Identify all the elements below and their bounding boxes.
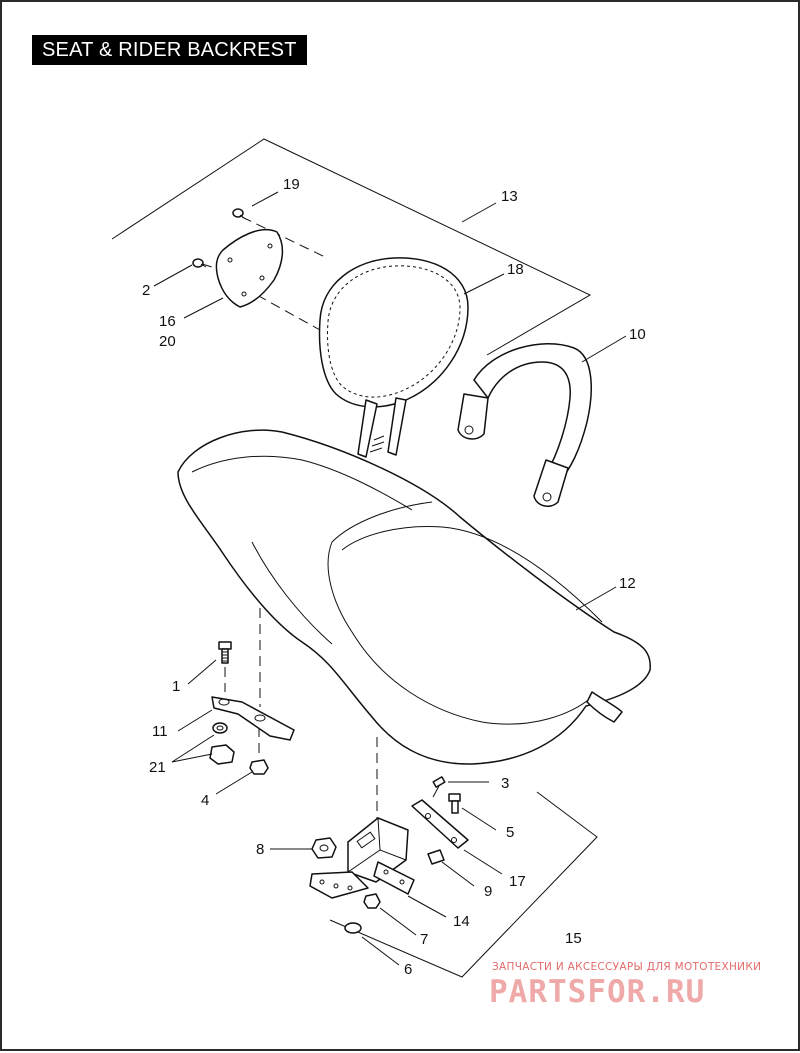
callout-6: 6 [404,961,412,978]
washer-part-6 [344,922,362,934]
callout-5: 5 [506,824,514,841]
page-title: SEAT & RIDER BACKREST [32,35,307,65]
screw-part-19 [232,208,245,219]
callout-9: 9 [484,883,492,900]
callout-10: 10 [629,326,646,343]
bolt-part-1 [218,641,232,664]
plate-part-17 [411,799,469,849]
watermark-caption: ЗАПЧАСТИ И АКСЕССУАРЫ ДЛЯ МОТОТЕХНИКИ [492,961,761,973]
callout-20: 20 [159,333,176,350]
callout-3: 3 [501,775,509,792]
callout-18: 18 [507,261,524,278]
kit-bracket-15 [329,791,598,978]
callout-7: 7 [420,931,428,948]
callout-11: 11 [152,723,168,740]
bolt-part-5 [448,793,461,814]
callout-1: 1 [172,678,180,695]
watermark-logo: PARTSFOR.RU [489,974,705,1010]
bolt-part-3 [432,776,446,798]
callout-12: 12 [619,575,636,592]
callout-21: 21 [149,759,166,776]
backplate-part-16 [215,228,284,308]
callout-19: 19 [283,176,300,193]
callout-8: 8 [256,841,264,858]
callout-labels: 19 13 18 2 16 20 10 12 1 11 21 4 3 5 8 1… [142,176,646,978]
nut-part-8 [311,837,337,859]
screw-part-2 [192,258,207,268]
washer-nut-part-21 [209,722,235,765]
bracket-part-11 [211,696,295,741]
nut-part-4 [249,759,269,775]
kit-bracket-13 [111,138,592,356]
seat-part-12 [177,429,651,765]
callout-14: 14 [453,913,470,930]
callout-2: 2 [142,282,150,299]
callout-17: 17 [509,873,526,890]
nut-part-7 [363,893,381,909]
strap-part-10 [457,342,592,507]
backrest-pad-part-18 [318,257,469,458]
callout-4: 4 [201,792,209,809]
watermark: ЗАПЧАСТИ И АКСЕССУАРЫ ДЛЯ МОТОТЕХНИКИ PA… [489,961,761,1010]
callout-15: 15 [565,930,582,947]
callout-16: 16 [159,313,176,330]
mount-bracket-part-14 [309,817,415,899]
leader-lines [153,191,627,966]
clip-part-9 [427,849,445,865]
callout-13: 13 [501,188,518,205]
